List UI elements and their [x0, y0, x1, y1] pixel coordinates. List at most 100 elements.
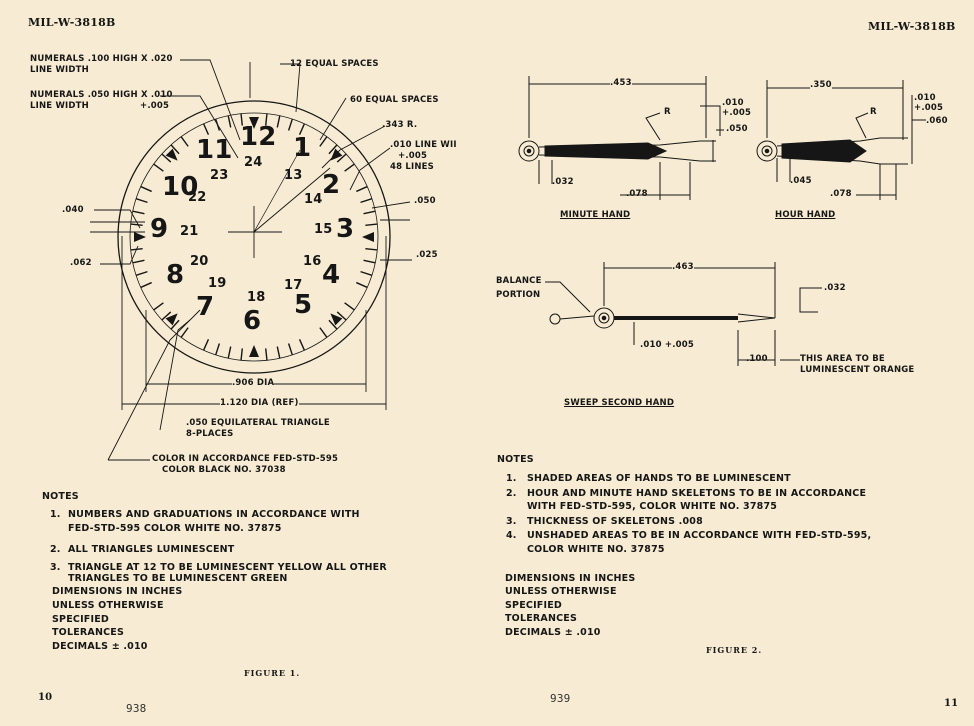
fig2-dims-line: UNLESS OTHERWISE: [505, 586, 617, 597]
dial-24-numeral: 16: [303, 254, 322, 269]
fig2-note-text: HOUR AND MINUTE HAND SKELETONS TO BE IN …: [527, 488, 867, 499]
sweep-balance: [549, 313, 561, 325]
graduation-tick: [240, 348, 243, 361]
callout-radius: .343 R.: [382, 120, 418, 130]
fig1-dims-line: TOLERANCES: [52, 627, 125, 638]
graduation-tick: [328, 144, 338, 155]
minute-hand-luminescent: [544, 142, 668, 160]
fig1-note-num: 1.: [50, 509, 61, 520]
luminescent-triangle: [134, 232, 146, 242]
fig2-note-text: THICKNESS OF SKELETONS .008: [527, 516, 703, 527]
graduation-tick: [265, 113, 268, 126]
callout-062: .062: [70, 258, 92, 268]
graduation-tick: [132, 259, 145, 264]
dial-24-numeral: 22: [188, 190, 207, 205]
graduation-tick: [365, 248, 378, 251]
callout-dia-906: .906 DIA: [232, 378, 275, 388]
hour-hand-luminescent: [781, 139, 867, 163]
graduation-tick: [140, 185, 152, 193]
minute-d453: .453: [610, 78, 632, 88]
graduation-tick: [360, 198, 373, 204]
callout-60-equal: 60 EQUAL SPACES: [350, 95, 439, 105]
minute-d032: .032: [552, 177, 574, 187]
header-right: MIL-W-3818B: [868, 20, 956, 33]
hour-d350: .350: [810, 80, 832, 90]
callout-12-equal: 12 EQUAL SPACES: [290, 59, 379, 69]
minute-d050: .050: [726, 124, 748, 134]
minute-hand-label: MINUTE HAND: [560, 210, 631, 220]
luminescent-triangle: [330, 313, 343, 326]
graduation-tick: [319, 327, 328, 338]
fig2-note-text: COLOR WHITE NO. 37875: [527, 544, 665, 555]
graduation-tick: [363, 210, 376, 215]
callout-triangle-2: 8-PLACES: [186, 429, 234, 439]
graduation-tick: [287, 118, 293, 131]
graduation-tick: [161, 311, 172, 321]
graduation-tick: [276, 115, 281, 128]
hour-d060: .060: [926, 116, 948, 126]
handwritten-page-left: 938: [126, 702, 147, 715]
callout-line-width: .010 LINE WII: [390, 140, 457, 150]
luminescent-triangle: [165, 148, 178, 161]
graduation-tick: [265, 348, 268, 361]
fig1-dims-line: SPECIFIED: [52, 614, 110, 625]
graduation-tick: [153, 163, 164, 172]
callout-line-width-tol: +.005: [398, 151, 428, 161]
callout-numerals-large-2: LINE WIDTH: [30, 65, 89, 75]
fig1-note-num: 3.: [50, 562, 61, 573]
callout-numerals-large: NUMERALS .100 HIGH X .020: [30, 54, 173, 64]
minute-hand-hub: [518, 140, 540, 162]
dial-numeral: 4: [322, 260, 341, 290]
graduation-tick: [336, 153, 347, 163]
fig1-note-text: ALL TRIANGLES LUMINESCENT: [68, 544, 235, 555]
fig2-dims-line: DECIMALS ± .010: [505, 627, 601, 638]
header-left: MIL-W-3818B: [28, 16, 116, 29]
luminescent-triangle: [330, 148, 343, 161]
sweep-balance-1: BALANCE: [496, 276, 542, 286]
dial-24-numeral: 18: [247, 290, 266, 305]
dial-numeral: 11: [196, 135, 233, 165]
callout-dia-1120: 1.120 DIA (REF): [220, 398, 299, 408]
sweep-area-1: THIS AREA TO BE: [800, 354, 885, 364]
graduation-tick: [344, 302, 355, 311]
fig2-note-num: 2.: [506, 488, 517, 499]
dial-24-numeral: 14: [304, 192, 323, 207]
dial-numeral: 7: [196, 292, 215, 322]
callout-triangle: .050 EQUILATERAL TRIANGLE: [186, 418, 330, 428]
graduation-tick: [215, 343, 221, 356]
sweep-hand-label: SWEEP SECOND HAND: [564, 398, 675, 408]
callout-numerals-small-2: LINE WIDTH: [30, 101, 89, 111]
graduation-tick: [365, 223, 378, 226]
sweep-d463: .463: [672, 262, 694, 272]
dial-numeral: 10: [162, 172, 199, 202]
page-number-left: 10: [38, 692, 53, 703]
graduation-tick: [202, 339, 210, 351]
fig1-note-num: 2.: [50, 544, 61, 555]
fig1-note-text: FED-STD-595 COLOR WHITE NO. 37875: [68, 523, 282, 534]
dial-numeral: 12: [240, 122, 277, 152]
hour-tol: +.005: [914, 103, 944, 113]
fig2-note-num: 3.: [506, 516, 517, 527]
dial-24-numeral: 24: [244, 155, 263, 170]
graduation-tick: [360, 270, 373, 276]
graduation-tick: [135, 270, 148, 276]
fig1-note-text: TRIANGLE AT 12 TO BE LUMINESCENT YELLOW …: [68, 562, 387, 573]
luminescent-triangle: [249, 117, 259, 129]
graduation-tick: [298, 123, 306, 135]
hour-d045: .045: [790, 176, 812, 186]
callout-numerals-small: NUMERALS .050 HIGH X .010: [30, 90, 173, 100]
callout-numerals-small-tol: +.005: [140, 101, 170, 111]
hour-hand-hub: [756, 140, 778, 162]
dial-numeral: 8: [166, 260, 185, 290]
dial-numeral: 6: [243, 306, 262, 336]
graduation-tick: [356, 185, 368, 193]
dial-24-numeral: 13: [284, 168, 303, 183]
fig2-notes-title: NOTES: [497, 454, 534, 465]
dial-graduations: [130, 113, 378, 361]
fig1-dims-line: DIMENSIONS IN INCHES: [52, 586, 183, 597]
graduation-tick: [363, 259, 376, 264]
callout-050: .050: [414, 196, 436, 206]
fig2-dims-line: DIMENSIONS IN INCHES: [505, 573, 636, 584]
fig2-note-text: WITH FED-STD-595, COLOR WHITE NO. 37875: [527, 501, 778, 512]
